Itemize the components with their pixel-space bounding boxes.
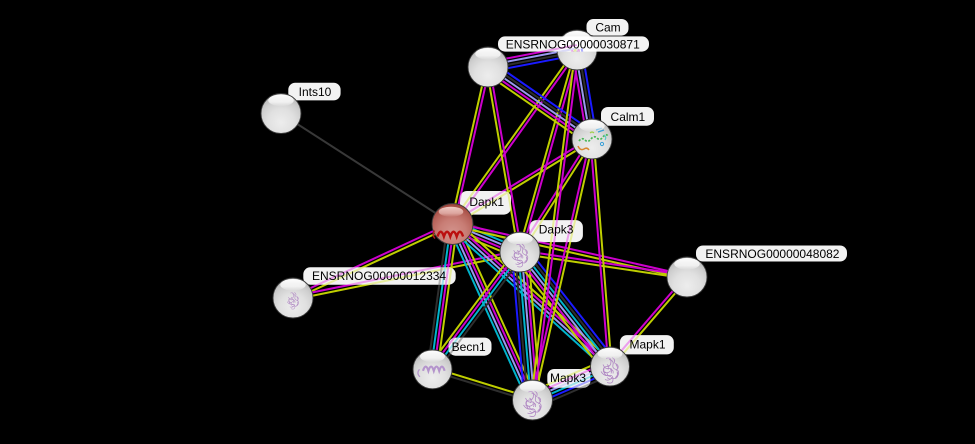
svg-text:Mapk3: Mapk3 xyxy=(550,371,586,385)
svg-text:Mapk1: Mapk1 xyxy=(629,338,665,352)
svg-text:Ints10: Ints10 xyxy=(299,85,332,99)
svg-text:ENSRNOG00000030871: ENSRNOG00000030871 xyxy=(506,38,640,52)
svg-text:ENSRNOG00000048082: ENSRNOG00000048082 xyxy=(705,247,839,261)
svg-text:Dapk1: Dapk1 xyxy=(469,195,504,209)
svg-text:Dapk3: Dapk3 xyxy=(539,223,574,237)
svg-text:Calm1: Calm1 xyxy=(611,110,646,124)
svg-text:ENSRNOG00000012334: ENSRNOG00000012334 xyxy=(312,269,446,283)
svg-text:Cam: Cam xyxy=(595,21,620,35)
svg-text:Becn1: Becn1 xyxy=(452,340,486,354)
